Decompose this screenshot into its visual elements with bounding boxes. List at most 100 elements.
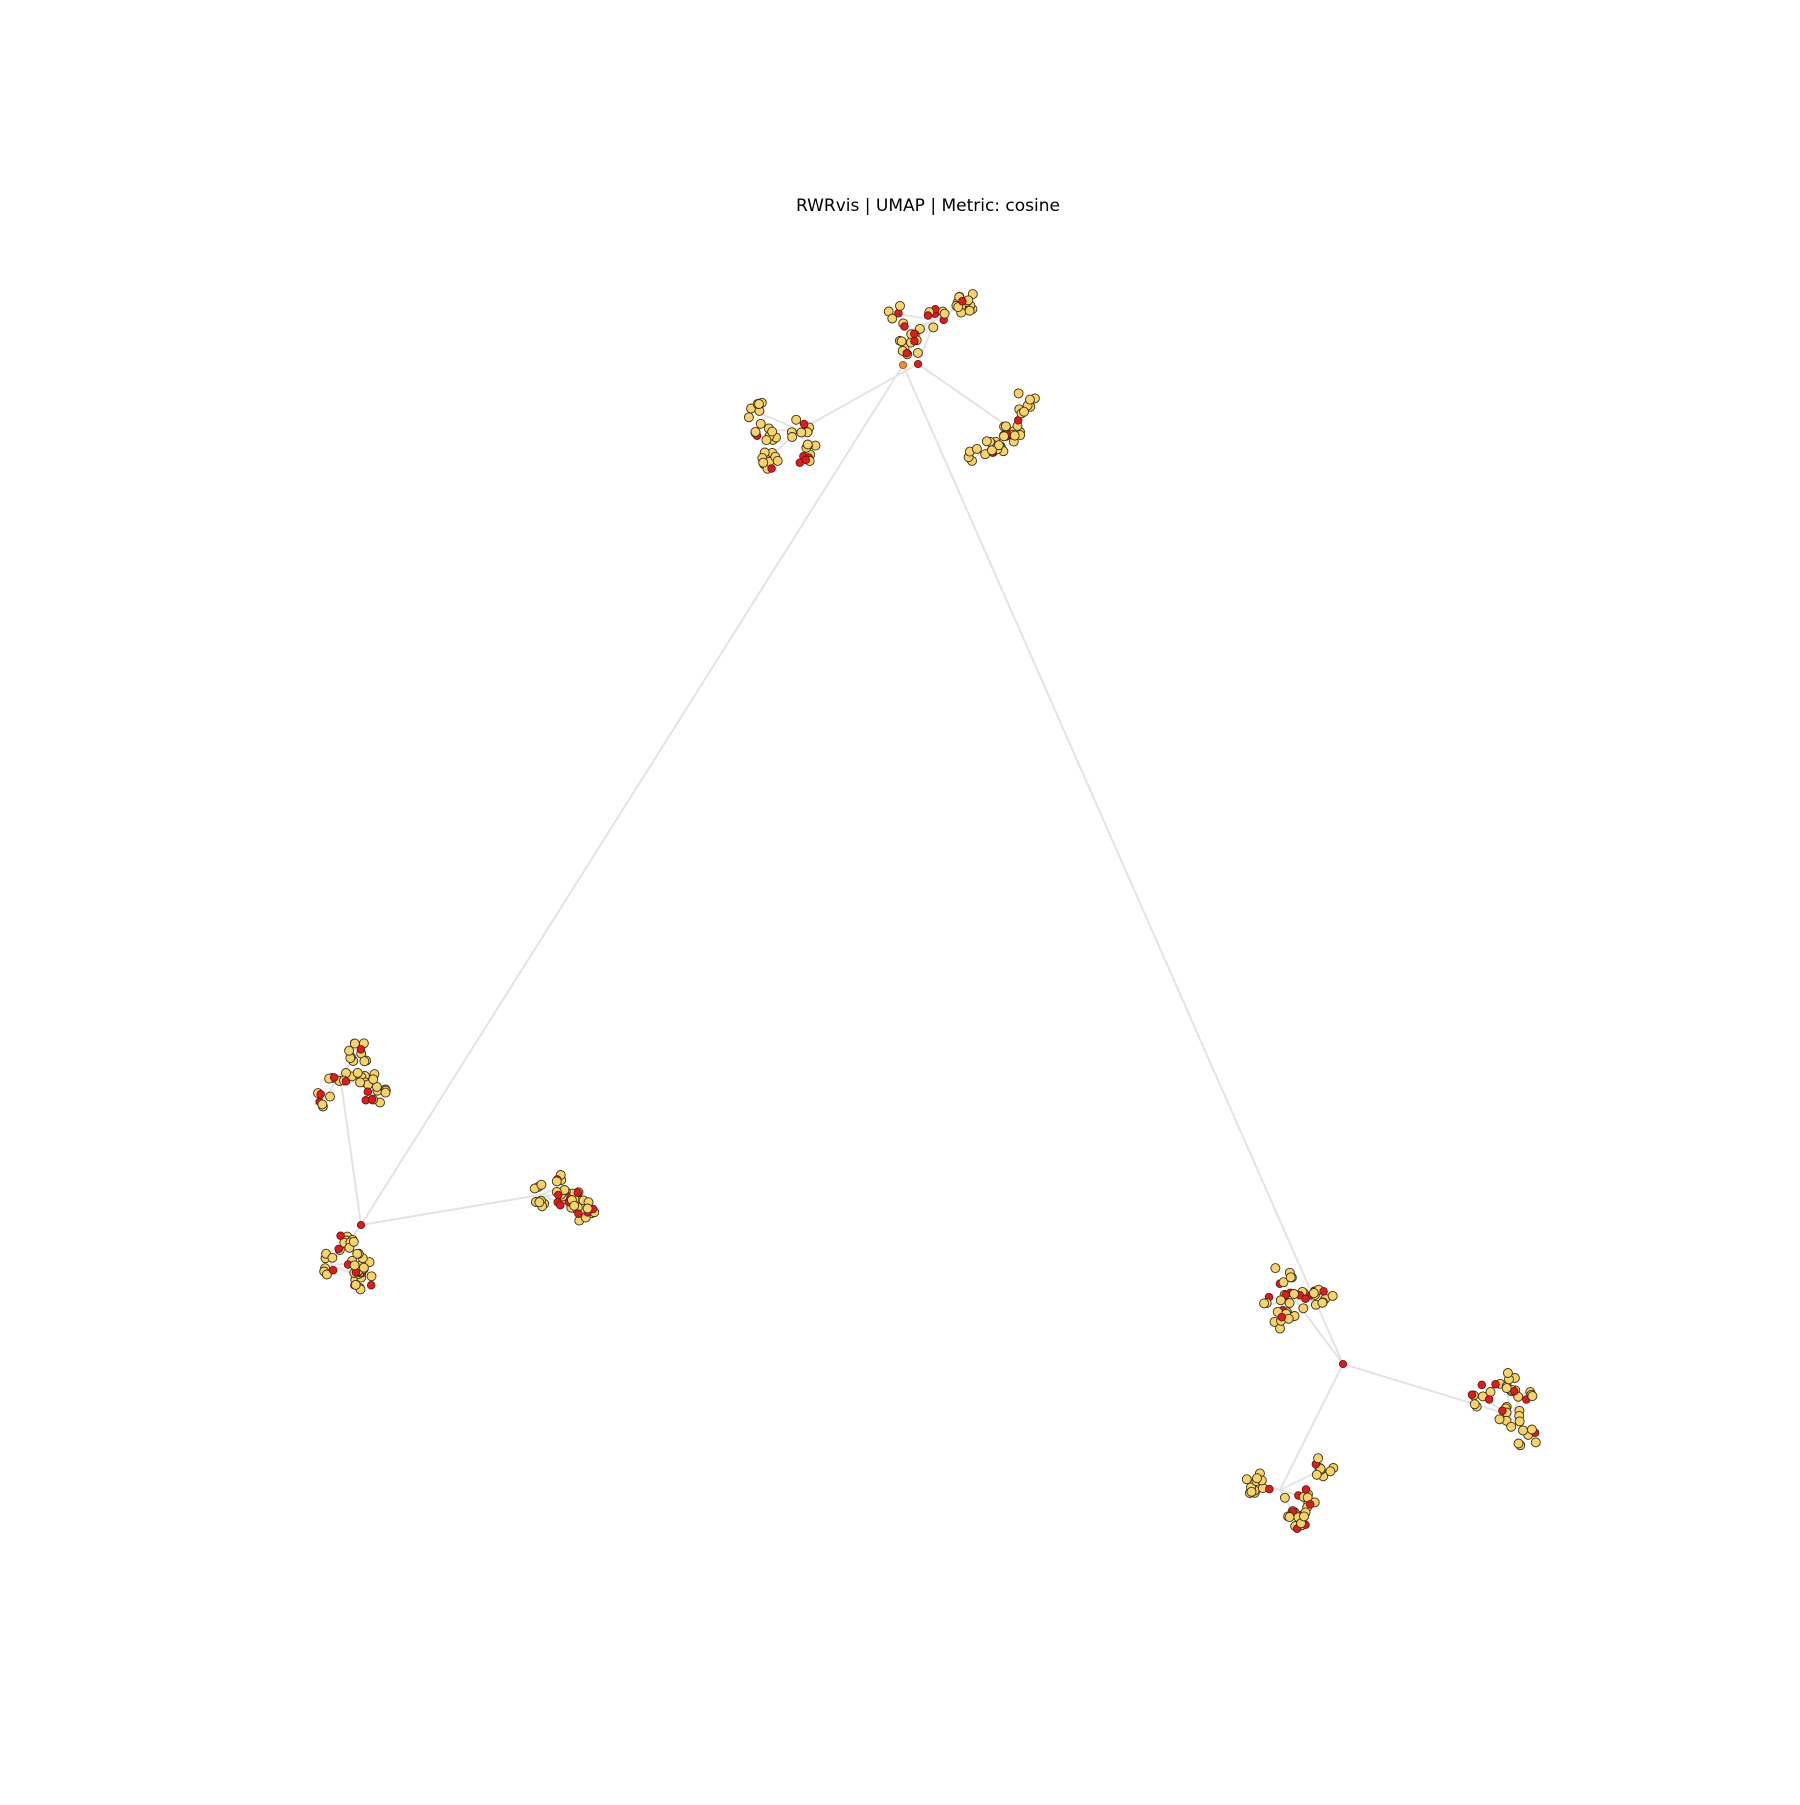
- leaf-node[interactable]: [1242, 1475, 1251, 1484]
- leaf-node[interactable]: [326, 1092, 335, 1101]
- branch-node[interactable]: [911, 330, 919, 338]
- leaf-node[interactable]: [1328, 1291, 1337, 1300]
- leaf-node[interactable]: [552, 1177, 561, 1186]
- leaf-node[interactable]: [1326, 1467, 1335, 1476]
- leaf-node[interactable]: [537, 1180, 546, 1189]
- branch-node[interactable]: [329, 1266, 337, 1274]
- branch-node[interactable]: [337, 1232, 345, 1240]
- branch-node[interactable]: [1302, 1486, 1310, 1494]
- branch-node[interactable]: [911, 337, 919, 345]
- branch-node[interactable]: [1478, 1381, 1486, 1389]
- leaf-node[interactable]: [1276, 1296, 1285, 1305]
- leaf-node[interactable]: [982, 437, 991, 446]
- branch-node[interactable]: [1320, 1288, 1328, 1296]
- leaf-node[interactable]: [356, 1078, 365, 1087]
- leaf-node[interactable]: [1502, 1384, 1511, 1393]
- leaf-node[interactable]: [913, 348, 922, 357]
- branch-node[interactable]: [924, 312, 932, 320]
- branch-node[interactable]: [800, 420, 808, 428]
- leaf-node[interactable]: [570, 1201, 579, 1210]
- leaf-node[interactable]: [345, 1046, 354, 1055]
- branch-node[interactable]: [364, 1088, 372, 1096]
- branch-node[interactable]: [768, 465, 776, 473]
- branch-node[interactable]: [802, 456, 810, 464]
- leaf-node[interactable]: [896, 301, 905, 310]
- leaf-node[interactable]: [359, 1263, 368, 1272]
- leaf-node[interactable]: [1285, 1299, 1294, 1308]
- leaf-node[interactable]: [1285, 1513, 1294, 1522]
- leaf-node[interactable]: [759, 458, 768, 467]
- branch-node[interactable]: [574, 1189, 582, 1197]
- branch-node[interactable]: [903, 350, 911, 358]
- leaf-node[interactable]: [1247, 1487, 1256, 1496]
- leaf-node[interactable]: [744, 413, 753, 422]
- leaf-node[interactable]: [965, 306, 974, 315]
- leaf-node[interactable]: [1519, 1426, 1528, 1435]
- branch-node[interactable]: [1511, 1387, 1519, 1395]
- leaf-node[interactable]: [369, 1075, 378, 1084]
- leaf-node[interactable]: [1515, 1417, 1524, 1426]
- branch-node[interactable]: [557, 1202, 565, 1210]
- leaf-node[interactable]: [1312, 1470, 1321, 1479]
- leaf-node[interactable]: [756, 419, 765, 428]
- leaf-node[interactable]: [792, 415, 801, 424]
- branch-node[interactable]: [317, 1091, 325, 1099]
- leaf-node[interactable]: [318, 1100, 327, 1109]
- leaf-node[interactable]: [353, 1068, 362, 1077]
- hub-top[interactable]: [914, 360, 921, 367]
- leaf-node[interactable]: [1290, 1290, 1299, 1299]
- leaf-node[interactable]: [1299, 1304, 1308, 1313]
- branch-node[interactable]: [1302, 1295, 1310, 1303]
- branch-node[interactable]: [1468, 1391, 1476, 1399]
- leaf-node[interactable]: [360, 1057, 369, 1066]
- leaf-node[interactable]: [1528, 1392, 1537, 1401]
- leaf-node[interactable]: [349, 1237, 358, 1246]
- leaf-node[interactable]: [773, 456, 782, 465]
- branch-node[interactable]: [1492, 1380, 1500, 1388]
- leaf-node[interactable]: [755, 400, 764, 409]
- leaf-node[interactable]: [1495, 1415, 1504, 1424]
- leaf-node[interactable]: [987, 446, 996, 455]
- leaf-node[interactable]: [940, 309, 949, 318]
- branch-node[interactable]: [1499, 1407, 1507, 1415]
- branch-node[interactable]: [575, 1210, 583, 1218]
- leaf-node[interactable]: [1309, 1289, 1318, 1298]
- branch-node[interactable]: [1306, 1501, 1314, 1509]
- leaf-node[interactable]: [381, 1088, 390, 1097]
- leaf-node[interactable]: [803, 440, 812, 449]
- leaf-node[interactable]: [1271, 1264, 1280, 1273]
- leaf-node[interactable]: [1260, 1299, 1269, 1308]
- leaf-node[interactable]: [1470, 1400, 1479, 1409]
- leaf-node[interactable]: [1300, 1512, 1309, 1521]
- leaf-node[interactable]: [1010, 431, 1019, 440]
- leaf-node[interactable]: [751, 427, 760, 436]
- leaf-node[interactable]: [1527, 1425, 1536, 1434]
- branch-node[interactable]: [335, 1245, 343, 1253]
- leaf-node[interactable]: [1507, 1422, 1516, 1431]
- hub-right[interactable]: [1339, 1360, 1346, 1367]
- leaf-node[interactable]: [1514, 1439, 1523, 1448]
- leaf-node[interactable]: [1531, 1438, 1540, 1447]
- leaf-node[interactable]: [1253, 1474, 1262, 1483]
- branch-node[interactable]: [357, 1046, 365, 1054]
- branch-node[interactable]: [1485, 1396, 1493, 1404]
- leaf-node[interactable]: [1314, 1454, 1323, 1463]
- leaf-node[interactable]: [1000, 432, 1009, 441]
- leaf-node[interactable]: [1318, 1298, 1327, 1307]
- branch-node[interactable]: [901, 323, 909, 331]
- leaf-node[interactable]: [1020, 407, 1029, 416]
- leaf-node[interactable]: [353, 1249, 362, 1258]
- branch-node[interactable]: [555, 1191, 563, 1199]
- leaf-node[interactable]: [350, 1261, 359, 1270]
- leaf-node[interactable]: [1286, 1273, 1295, 1282]
- leaf-node[interactable]: [583, 1204, 592, 1213]
- leaf-node[interactable]: [1014, 389, 1023, 398]
- leaf-node[interactable]: [1503, 1369, 1512, 1378]
- leaf-node[interactable]: [328, 1253, 337, 1262]
- leaf-node[interactable]: [1280, 1493, 1289, 1502]
- leaf-node[interactable]: [1026, 395, 1035, 404]
- branch-node[interactable]: [1278, 1313, 1286, 1321]
- root-node[interactable]: [899, 361, 906, 368]
- leaf-node[interactable]: [929, 323, 938, 332]
- leaf-node[interactable]: [1486, 1388, 1495, 1397]
